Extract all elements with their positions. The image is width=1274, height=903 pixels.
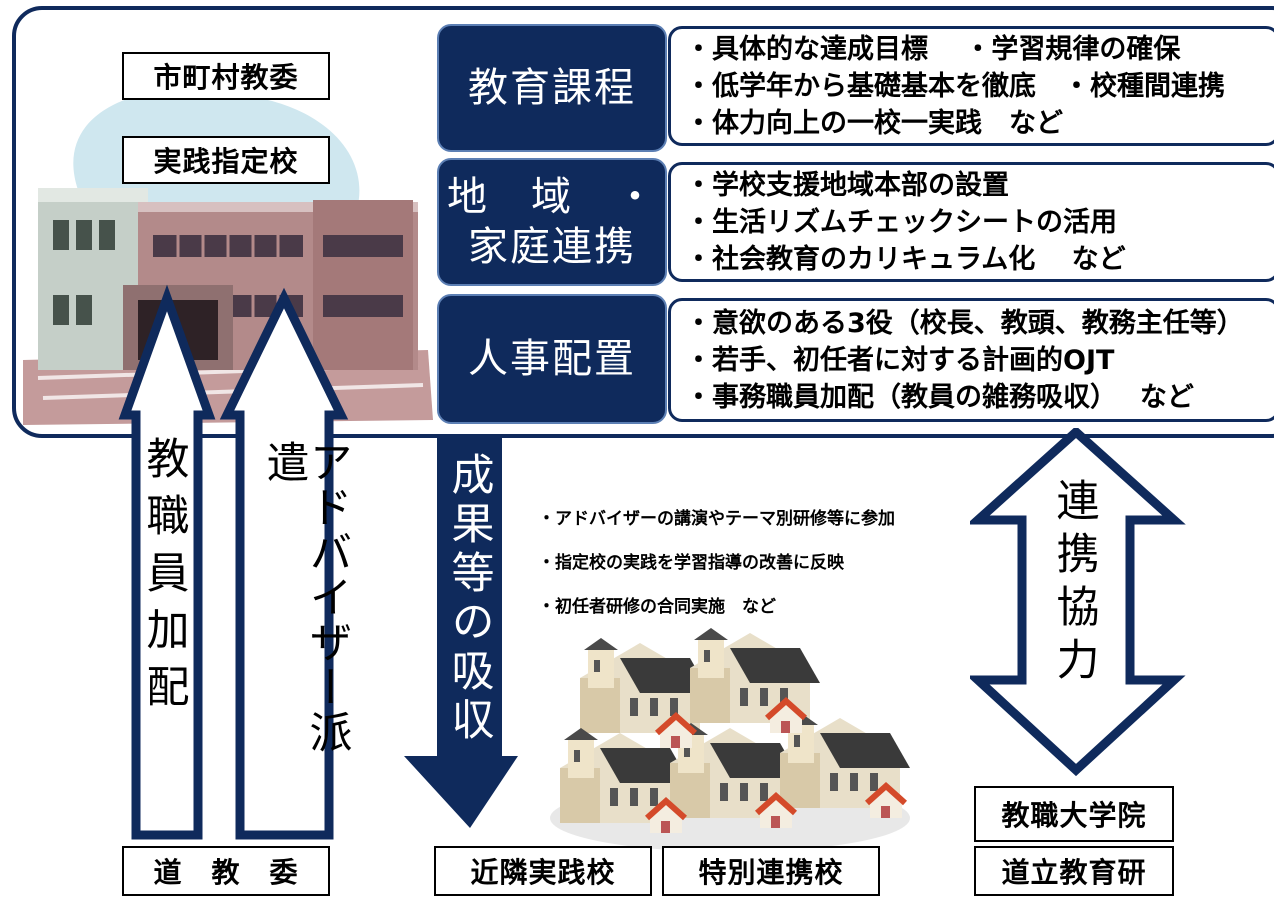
results-arrow [404, 438, 518, 828]
detail-item: ・事務職員加配（教員の雑務吸収） など [685, 381, 1194, 413]
results-arrow-text: 成果等の吸収 [444, 452, 494, 746]
detail-item: ・生活リズムチェックシートの活用 [685, 206, 1117, 238]
absorb-note: ・初任者研修の合同実施 など [538, 597, 776, 617]
institute-label: 道立教育研 [974, 846, 1174, 896]
category-staffing: 人事配置 [437, 294, 667, 424]
school-label: 実践指定校 [122, 136, 330, 184]
category-curriculum: 教育課程 [437, 24, 667, 152]
detail-item: ・具体的な達成目標 ・学習規律の確保 [685, 33, 1181, 65]
cooperation-arrow-text: 連携協力 [1049, 478, 1099, 690]
advisor-arrow-shape [219, 287, 349, 840]
curriculum-details: ・具体的な達成目標 ・学習規律の確保 ・低学年から基礎基本を徹底 ・校種間連携 … [668, 26, 1274, 146]
detail-item: ・体力向上の一校一実践 など [685, 107, 1063, 139]
special-schools-label: 特別連携校 [662, 846, 880, 896]
nearby-schools-label: 近隣実践校 [434, 846, 652, 896]
grad-school-label: 教職大学院 [974, 786, 1174, 842]
cooperation-arrow [970, 428, 1186, 777]
community-details: ・学校支援地域本部の設置 ・生活リズムチェックシートの活用 ・社会教育のカリキュ… [668, 162, 1274, 282]
prefectural-board-label: 道 教 委 [122, 846, 330, 896]
upward-arrows [118, 284, 349, 840]
category-community: 地 域 ・ 家庭連携 [437, 158, 667, 286]
detail-item: ・意欲のある3役（校長、教頭、教務主任等） [685, 307, 1244, 339]
detail-item: ・学校支援地域本部の設置 [685, 169, 1009, 201]
absorb-note: ・アドバイザーの講演やテーマ別研修等に参加 [538, 509, 895, 529]
staff-arrow-shape [118, 284, 216, 840]
detail-item: ・社会教育のカリキュラム化 など [685, 243, 1126, 275]
absorb-note: ・指定校の実践を学習指導の改善に反映 [538, 553, 844, 573]
detail-item: ・若手、初任者に対する計画的OJT [685, 344, 1115, 376]
staffing-details: ・意欲のある3役（校長、教頭、教務主任等） ・若手、初任者に対する計画的OJT … [668, 298, 1274, 422]
schools-cluster-illustration [550, 628, 910, 852]
advisor-arrow-text: アドバイザー派遣 [259, 440, 352, 755]
staff-arrow-text: 教職員加配 [139, 436, 189, 721]
board-label: 市町村教委 [122, 52, 330, 100]
detail-item: ・低学年から基礎基本を徹底 ・校種間連携 [685, 70, 1225, 102]
